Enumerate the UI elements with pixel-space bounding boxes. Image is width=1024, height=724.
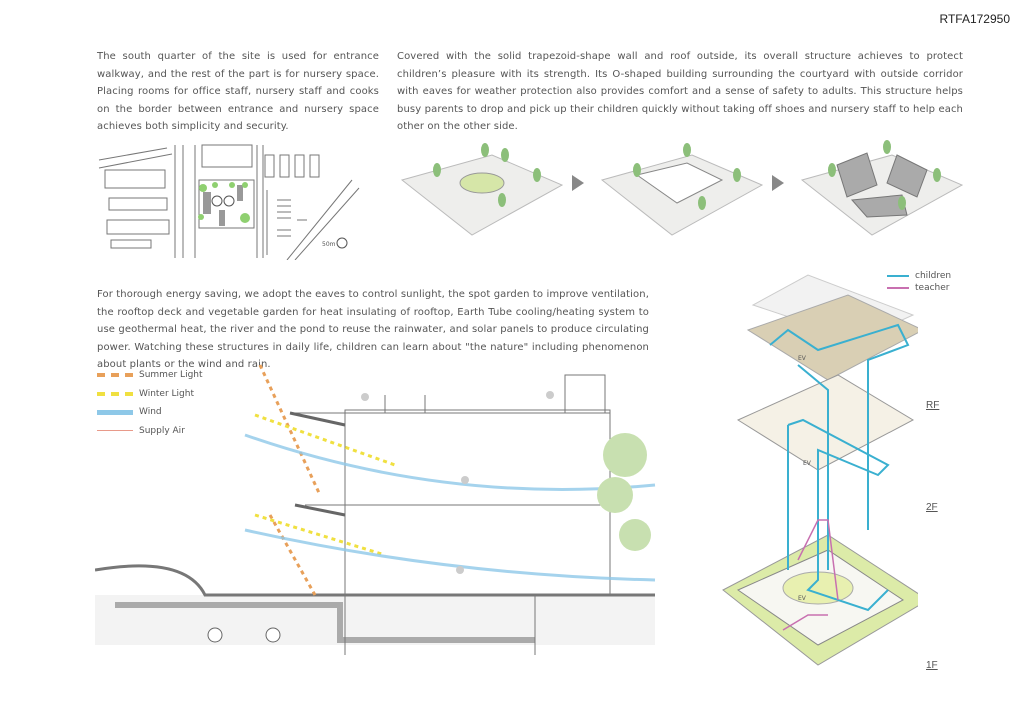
floor-label-rf: RF — [926, 400, 940, 411]
legend-children: children — [887, 270, 951, 282]
ev-label-2f: EV — [803, 460, 812, 467]
axonometric-floors: EV EV EV — [722, 274, 918, 666]
legend-summer-light: Summer Light — [97, 366, 203, 385]
legend-supply-air: Supply Air — [97, 422, 203, 441]
ev-label-rf: EV — [798, 355, 807, 362]
energy-description: For thorough energy saving, we adopt the… — [97, 289, 649, 370]
floor-label-1f: 1F — [926, 660, 938, 671]
floor-label-2f: 2F — [926, 502, 938, 513]
building-section — [95, 364, 656, 655]
massing-diagrams — [400, 140, 964, 236]
site-map: 50m — [98, 144, 360, 260]
ev-label-1f: EV — [798, 595, 807, 602]
circulation-legend: children teacher — [887, 270, 951, 294]
site-description: The south quarter of the site is used fo… — [97, 51, 379, 132]
scale-label: 50m — [322, 241, 336, 248]
legend-winter-light: Winter Light — [97, 385, 203, 404]
structure-description: Covered with the solid trapezoid-shape w… — [397, 51, 963, 132]
section-legend: Summer Light Winter Light Wind Supply Ai… — [97, 366, 203, 440]
project-code: RTFA172950 — [939, 12, 1011, 26]
legend-teacher: teacher — [887, 282, 951, 294]
legend-wind: Wind — [97, 403, 203, 422]
